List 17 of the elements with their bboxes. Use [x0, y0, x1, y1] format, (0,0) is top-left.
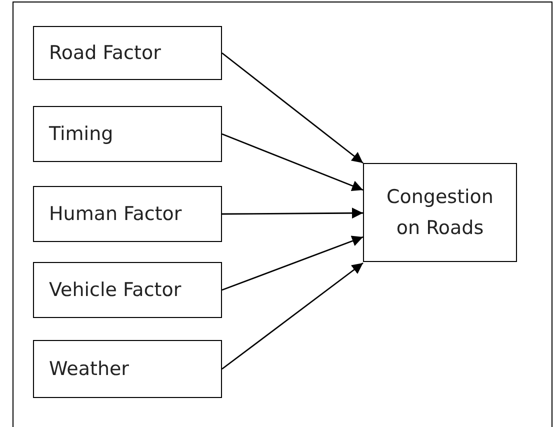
- factor-box: [33, 262, 222, 318]
- node-label: Congestion on Roads: [386, 185, 494, 240]
- node-label: Vehicle Factor: [49, 278, 182, 303]
- arrow: [222, 208, 363, 219]
- arrow: [222, 52, 364, 164]
- factor-box: [33, 26, 222, 80]
- node-label: Timing: [49, 122, 114, 147]
- outcome-box: [363, 163, 517, 262]
- arrow: [222, 262, 364, 370]
- arrow: [222, 133, 364, 192]
- node-label: Weather: [49, 356, 129, 382]
- factor-box: [33, 340, 222, 398]
- arrow: [222, 236, 364, 291]
- node-label: Human Factor: [49, 202, 182, 227]
- node-label: Road Factor: [49, 40, 161, 66]
- factor-box: [33, 106, 222, 162]
- factor-box: [33, 186, 222, 242]
